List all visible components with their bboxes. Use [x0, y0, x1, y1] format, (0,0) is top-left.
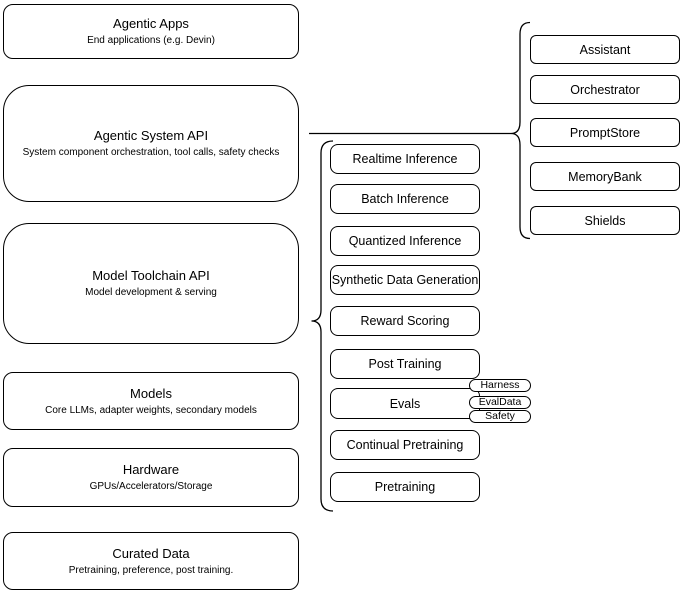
node-evals: Evals	[330, 388, 480, 419]
node-title: Agentic Apps	[113, 16, 189, 31]
node-label: Shields	[584, 213, 626, 228]
node-label: Pretraining	[374, 480, 436, 494]
pill-safety: Safety	[469, 410, 531, 423]
node-label: Batch Inference	[361, 192, 449, 206]
node-post-training: Post Training	[330, 349, 480, 379]
pill-label: Harness	[480, 379, 520, 391]
node-hardware: Hardware GPUs/Accelerators/Storage	[3, 448, 299, 507]
node-subtitle: End applications (e.g. Devin)	[87, 35, 215, 46]
node-pretraining: Pretraining	[330, 472, 480, 502]
node-label: Quantized Inference	[348, 234, 462, 248]
node-models: Models Core LLMs, adapter weights, secon…	[3, 372, 299, 430]
pill-evaldata: EvalData	[469, 396, 531, 409]
node-model-toolchain-api: Model Toolchain API Model development & …	[3, 223, 299, 344]
pill-harness: Harness	[469, 379, 531, 392]
node-label: Assistant	[579, 42, 631, 57]
node-agentic-apps: Agentic Apps End applications (e.g. Devi…	[3, 4, 299, 59]
node-memorybank: MemoryBank	[530, 162, 680, 191]
node-synthetic-data-generation: Synthetic Data Generation	[330, 265, 480, 295]
node-subtitle: Core LLMs, adapter weights, secondary mo…	[45, 404, 257, 416]
node-label: Reward Scoring	[360, 314, 450, 328]
node-promptstore: PromptStore	[530, 118, 680, 147]
node-subtitle: Model development & serving	[85, 287, 217, 298]
node-label: Realtime Inference	[352, 152, 458, 166]
node-label: Post Training	[368, 357, 442, 371]
node-shields: Shields	[530, 206, 680, 235]
node-agentic-system-api: Agentic System API System component orch…	[3, 85, 299, 202]
node-subtitle: Pretraining, preference, post training.	[68, 564, 234, 576]
node-label: Evals	[389, 396, 421, 411]
node-curated-data: Curated Data Pretraining, preference, po…	[3, 532, 299, 590]
node-title: Models	[130, 385, 172, 401]
node-title: Hardware	[122, 462, 180, 477]
node-label: MemoryBank	[568, 169, 642, 184]
node-reward-scoring: Reward Scoring	[330, 306, 480, 336]
node-title: Model Toolchain API	[92, 268, 210, 283]
node-label: Orchestrator	[570, 82, 640, 97]
node-quantized-inference: Quantized Inference	[330, 226, 480, 256]
node-label: PromptStore	[569, 125, 641, 140]
node-assistant: Assistant	[530, 35, 680, 64]
node-subtitle: System component orchestration, tool cal…	[22, 147, 280, 158]
curly-brace-system-components	[510, 21, 531, 240]
pill-label: EvalData	[478, 396, 522, 408]
node-realtime-inference: Realtime Inference	[330, 144, 480, 174]
pill-label: Safety	[485, 410, 515, 422]
node-title: Curated Data	[112, 545, 190, 561]
node-title: Agentic System API	[93, 128, 209, 143]
node-subtitle: GPUs/Accelerators/Storage	[89, 481, 213, 492]
node-continual-pretraining: Continual Pretraining	[330, 430, 480, 460]
node-orchestrator: Orchestrator	[530, 75, 680, 104]
node-label: Synthetic Data Generation	[331, 273, 479, 287]
node-batch-inference: Batch Inference	[330, 184, 480, 214]
node-label: Continual Pretraining	[346, 438, 464, 452]
